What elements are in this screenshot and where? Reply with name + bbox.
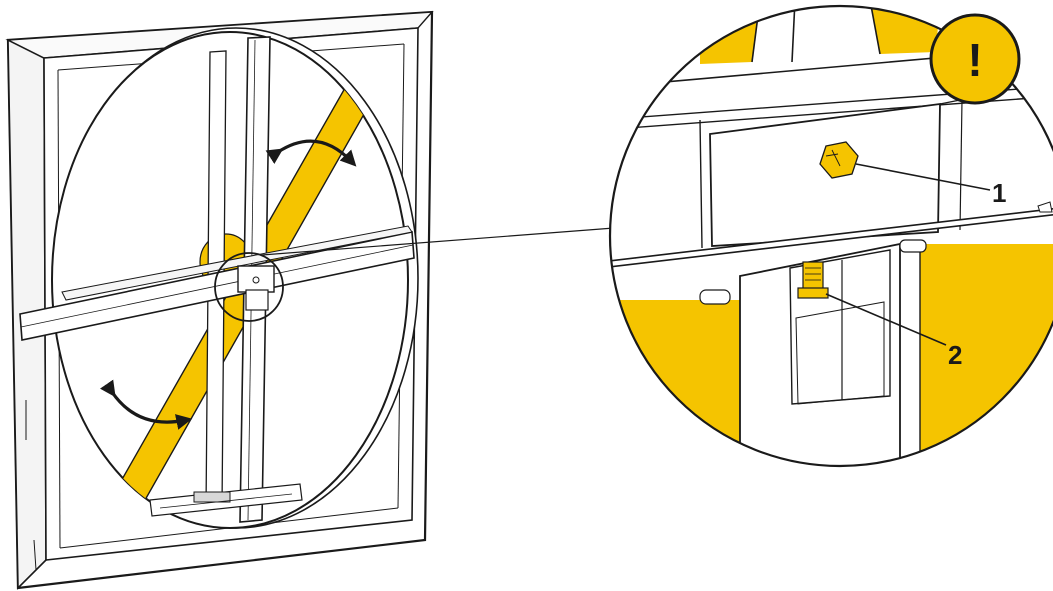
svg-text:!: ! [967, 34, 982, 86]
hex-nut [819, 141, 859, 179]
horizontal-support-beam-top [61, 225, 413, 301]
rotation-arrow-lower [99, 379, 193, 430]
zoom-leader-line-top [261, 227, 615, 256]
drive-mechanism-bottom [149, 483, 303, 517]
zoom-circle-border [608, 4, 1053, 468]
hub-bearing-block [237, 265, 275, 311]
callout-label-2: 2 [948, 340, 962, 370]
adjustment-bolt [797, 261, 829, 299]
callout-label-1: 1 [992, 178, 1006, 208]
sealing-strip-detail-top [700, 6, 760, 64]
beam-bottom-face [610, 207, 1053, 269]
beam-top-face [610, 85, 1053, 131]
zoom-detail-view: 1 2 ! [608, 4, 1053, 468]
callout-leader-2 [825, 293, 947, 346]
heat-exchanger-unit [5, 10, 434, 590]
callout-leader-1 [855, 163, 991, 191]
exclamation-warning-icon: ! [929, 13, 1021, 105]
rotation-arrow-upper [265, 139, 357, 167]
sealing-strip-detail-bottom [610, 300, 740, 466]
detail-marker-circle [214, 252, 284, 322]
bracket-plate [709, 102, 941, 247]
zoom-edge-tab [1037, 201, 1053, 213]
